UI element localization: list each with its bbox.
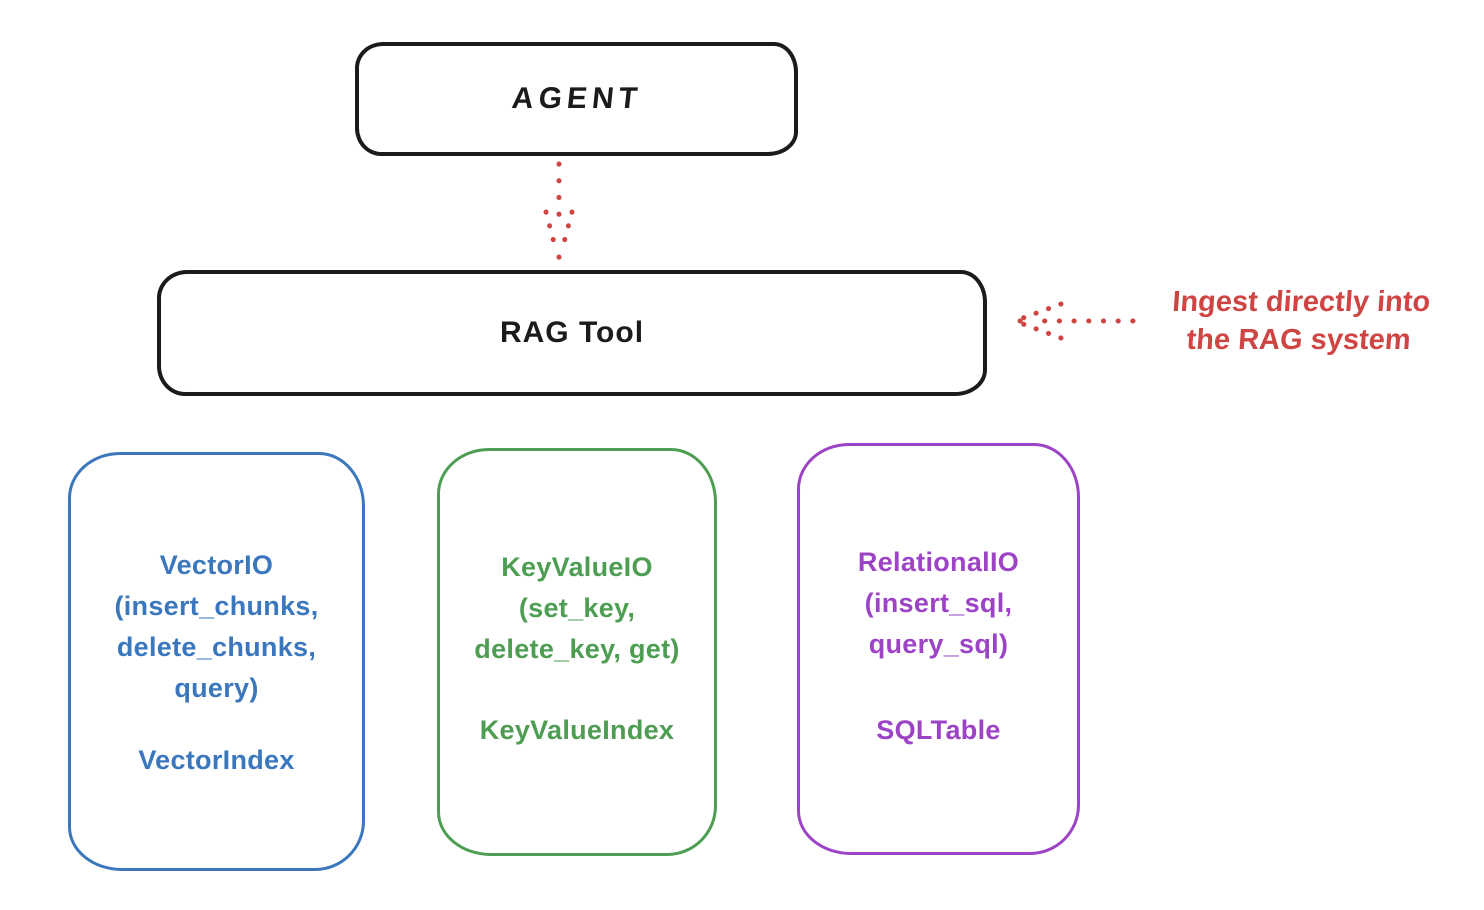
io-line: (set_key, (518, 593, 636, 623)
io-line: (insert_sql, (864, 588, 1013, 618)
ingest-annotation-line2: the RAG system (1185, 324, 1412, 356)
io-line: (insert_chunks, (114, 591, 319, 621)
agent-node: AGENT (355, 42, 798, 156)
rag-tool-label: RAG Tool (499, 316, 645, 349)
index-label: VectorIndex (138, 745, 295, 775)
rag-tool-node: RAG Tool (157, 270, 987, 396)
dotted-arrow-left-icon (1017, 301, 1136, 341)
io-line: query) (174, 673, 259, 703)
io-line: delete_chunks, (116, 632, 317, 662)
dotted-arrow-down-icon (543, 161, 575, 260)
keyvalue-io-node: KeyValueIO (set_key, delete_key, get) Ke… (437, 448, 717, 856)
io-line: delete_key, get) (474, 634, 680, 664)
io-line: VectorIO (159, 550, 274, 580)
index-label: SQLTable (876, 715, 1001, 745)
io-line: RelationalIO (857, 547, 1020, 577)
agent-label: AGENT (509, 82, 644, 115)
index-label: KeyValueIndex (479, 715, 675, 745)
io-line: query_sql) (868, 629, 1009, 659)
vector-io-node: VectorIO (insert_chunks, delete_chunks, … (68, 452, 365, 871)
ingest-annotation-line1: Ingest directly into (1171, 286, 1432, 318)
ingest-annotation: Ingest directly into the RAG system (1132, 283, 1467, 359)
relational-io-node: RelationalIO (insert_sql, query_sql) SQL… (797, 443, 1080, 855)
io-line: KeyValueIO (501, 552, 653, 582)
